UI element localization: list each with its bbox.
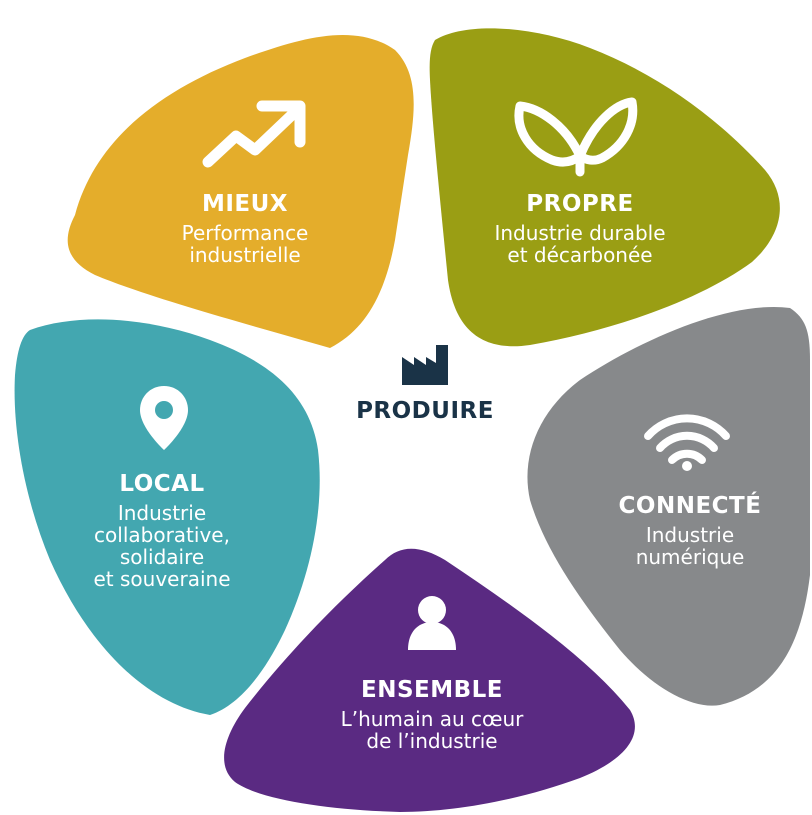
petal-ensemble <box>224 548 635 812</box>
subtitle-line: de l’industrie <box>366 729 498 753</box>
subtitle-line: Industrie <box>645 523 735 547</box>
petal-connecte <box>527 306 810 706</box>
petal-propre-subtitle: Industrie durable et décarbonée <box>470 222 690 266</box>
subtitle-line: Industrie durable <box>494 221 666 245</box>
subtitle-line: solidaire <box>119 545 205 569</box>
petal-ensemble-subtitle: L’humain au cœur de l’industrie <box>322 708 542 752</box>
wifi-icon <box>644 414 730 471</box>
petal-mieux <box>67 34 414 349</box>
petal-propre <box>429 28 780 347</box>
subtitle-line: L’humain au cœur <box>340 707 524 731</box>
center-label: PRODUIRE <box>356 398 494 424</box>
subtitle-line: numérique <box>635 545 745 569</box>
petal-mieux-text: MIEUX Performance industrielle <box>150 190 340 266</box>
petal-local <box>14 319 320 715</box>
subtitle-line: et souveraine <box>93 567 231 591</box>
person-icon <box>408 596 456 650</box>
factory-icon <box>402 345 448 385</box>
leaves-icon <box>514 97 638 177</box>
location-pin-icon <box>140 386 188 450</box>
subtitle-line: Industrie <box>117 501 207 525</box>
petal-local-text: LOCAL Industrie collaborative, solidaire… <box>62 470 262 590</box>
petal-connecte-subtitle: Industrie numérique <box>595 524 785 568</box>
petal-connecte-title: CONNECTÉ <box>618 493 762 519</box>
subtitle-line: industrielle <box>189 243 301 267</box>
petal-propre-text: PROPRE Industrie durable et décarbonée <box>470 190 690 266</box>
growth-arrow-icon <box>202 100 306 168</box>
petal-local-subtitle: Industrie collaborative, solidaire et so… <box>62 502 262 590</box>
subtitle-line: collaborative, <box>94 523 230 547</box>
petal-mieux-subtitle: Performance industrielle <box>150 222 340 266</box>
petal-local-title: LOCAL <box>119 471 205 497</box>
petal-ensemble-text: ENSEMBLE L’humain au cœur de l’industrie <box>322 676 542 752</box>
subtitle-line: et décarbonée <box>507 243 653 267</box>
subtitle-line: Performance <box>181 221 309 245</box>
center-block: PRODUIRE <box>330 345 520 424</box>
petal-connecte-text: CONNECTÉ Industrie numérique <box>595 492 785 568</box>
petal-mieux-title: MIEUX <box>201 191 289 217</box>
petal-ensemble-title: ENSEMBLE <box>360 677 504 703</box>
petal-propre-title: PROPRE <box>526 191 634 217</box>
